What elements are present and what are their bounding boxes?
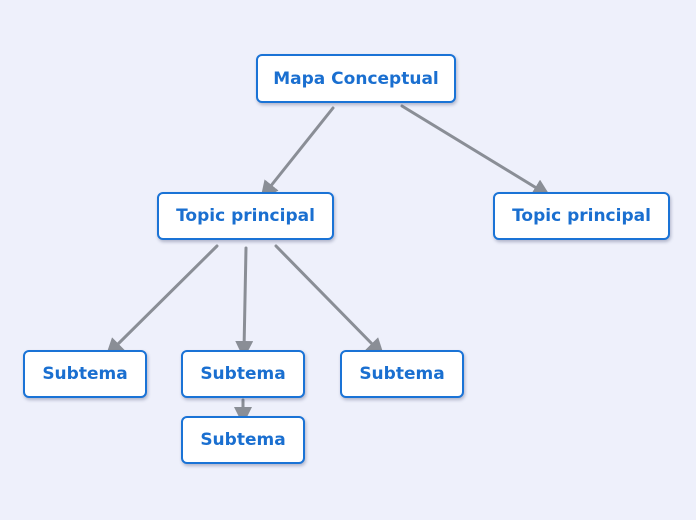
connector-arrow-root-to-topic_left (260, 106, 335, 200)
connector-arrow-topic_left-to-sub_2 (235, 246, 254, 359)
subtopic-node-2-label: Subtema (200, 364, 286, 384)
connector-arrow-topic_left-to-sub_1 (105, 244, 219, 357)
topic-node-right[interactable]: Topic principal (493, 192, 670, 240)
subtopic-node-3-label: Subtema (359, 364, 445, 384)
topic-node-left[interactable]: Topic principal (157, 192, 334, 240)
subtopic-node-4[interactable]: Subtema (181, 416, 305, 464)
subtopic-node-1[interactable]: Subtema (23, 350, 147, 398)
root-node-label: Mapa Conceptual (273, 68, 439, 89)
topic-node-left-label: Topic principal (176, 206, 315, 226)
subtopic-node-4-label: Subtema (200, 430, 286, 450)
connector-arrow-root-to-topic_right (400, 104, 551, 197)
topic-node-right-label: Topic principal (512, 206, 651, 226)
root-node-mapa-conceptual[interactable]: Mapa Conceptual (256, 54, 456, 103)
subtopic-node-1-label: Subtema (42, 364, 128, 384)
subtopic-node-2[interactable]: Subtema (181, 350, 305, 398)
connector-arrow-topic_left-to-sub_3 (274, 244, 385, 357)
subtopic-node-3[interactable]: Subtema (340, 350, 464, 398)
